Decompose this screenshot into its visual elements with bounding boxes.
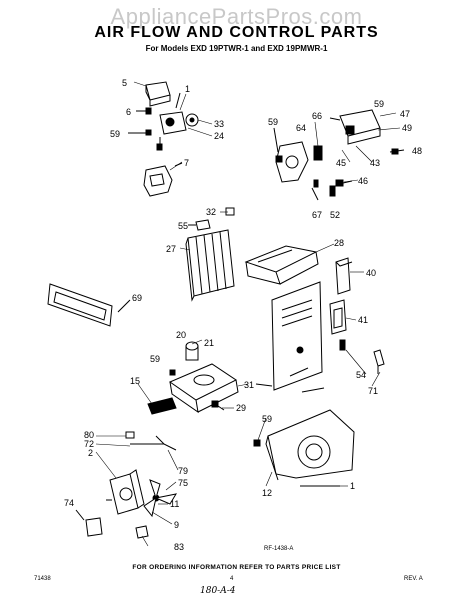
part-29-screw [211, 400, 225, 411]
callout-79: 79 [178, 466, 188, 476]
part-47-control-housing [329, 109, 381, 145]
callout-20: 20 [176, 330, 186, 340]
callout-49: 49 [402, 123, 412, 133]
callout-27: 27 [166, 244, 176, 254]
callout-33: 33 [214, 119, 224, 129]
part-41-duct-insert [329, 299, 347, 335]
callout-28: 28 [334, 238, 344, 248]
part-15-seal [147, 397, 177, 415]
callout-72: 72 [84, 439, 94, 449]
callout-40: 40 [366, 268, 376, 278]
callout-7: 7 [184, 158, 189, 168]
part-5-damper-housing [145, 81, 171, 107]
callout-32: 32 [206, 207, 216, 217]
callout-2: 2 [88, 448, 93, 458]
part-66-clip [313, 145, 323, 161]
ordering-note: FOR ORDERING INFORMATION REFER TO PARTS … [132, 564, 341, 571]
callout-21: 21 [204, 338, 214, 348]
callout-15: 15 [130, 376, 140, 386]
part-12-fan-shroud [253, 409, 355, 487]
callout-67: 67 [312, 210, 322, 220]
callout-74: 74 [64, 498, 74, 508]
callout-69: 69 [132, 293, 142, 303]
callout-43: 43 [370, 158, 380, 168]
callout-64: 64 [296, 123, 306, 133]
part-72-bracket [130, 435, 177, 451]
callout-48: 48 [412, 146, 422, 156]
part-6-screw [136, 107, 152, 115]
document-code: 71438 [34, 576, 51, 582]
callout-45: 45 [336, 158, 346, 168]
watermark: AppliancePartsPros.com [110, 4, 363, 29]
callout-59-c: 59 [374, 99, 384, 109]
part-69-grille [47, 283, 131, 327]
page-number: 4 [230, 576, 234, 582]
part-52-screw [329, 185, 336, 197]
callout-59-d: 59 [150, 354, 160, 364]
revision: REV. A [404, 576, 423, 582]
callout-1: 1 [185, 84, 190, 94]
callout-47: 47 [400, 109, 410, 119]
part-20-knob [185, 341, 199, 361]
part-75-fan-blade [143, 479, 178, 518]
callout-9: 9 [174, 520, 179, 530]
callout-29: 29 [236, 403, 246, 413]
part-28-air-channel [244, 245, 319, 285]
callout-83: 83 [174, 542, 184, 552]
figure-reference: RF-1438-A [264, 546, 294, 552]
part-27-air-baffle [185, 229, 235, 302]
part-54-fastener [339, 339, 346, 351]
part-32-clip [225, 207, 235, 216]
callout-52: 52 [330, 210, 340, 220]
callout-11: 11 [170, 499, 179, 509]
part-59-screw-a [128, 129, 152, 136]
callout-1-b: 1 [350, 481, 355, 491]
callout-71: 71 [368, 386, 378, 396]
part-71-light-socket [373, 349, 385, 374]
callout-59: 59 [110, 129, 120, 139]
diagram-title: AIR FLOW AND CONTROL PARTS [94, 24, 379, 41]
part-80-clip [125, 431, 135, 439]
callout-31: 31 [244, 380, 254, 390]
callout-41: 41 [358, 315, 368, 325]
part-59-screw-b [169, 369, 176, 376]
callout-6: 6 [126, 107, 131, 117]
part-7-bracket [143, 162, 183, 197]
part-74-mount [75, 509, 103, 537]
callout-12: 12 [262, 488, 272, 498]
callout-55: 55 [178, 221, 188, 231]
part-67-screw [311, 179, 319, 201]
callout-66: 66 [312, 111, 322, 121]
part-48-screw [389, 148, 405, 155]
callout-54: 54 [356, 370, 366, 380]
handwritten-note: 180-A-4 [200, 586, 236, 596]
callout-5: 5 [122, 78, 127, 88]
part-64-fan-motor-housing [273, 127, 309, 183]
part-24-control-assembly [156, 92, 199, 151]
part-83-grommet [135, 525, 149, 539]
part-40-duct [335, 257, 353, 295]
part-21-control-housing [168, 363, 239, 414]
part-2-fan-motor [106, 469, 145, 515]
callout-80: 80 [84, 430, 94, 440]
callout-59-b: 59 [268, 117, 278, 127]
part-55-retainer [188, 219, 211, 231]
callout-46: 46 [358, 176, 368, 186]
callout-75: 75 [178, 478, 188, 488]
callout-24: 24 [214, 131, 224, 141]
part-31-evaporator-cover [271, 281, 323, 391]
diagram-subtitle: For Models EXD 19PTWR-1 and EXD 19PMWR-1 [145, 44, 328, 53]
callout-59-e: 59 [262, 414, 272, 424]
